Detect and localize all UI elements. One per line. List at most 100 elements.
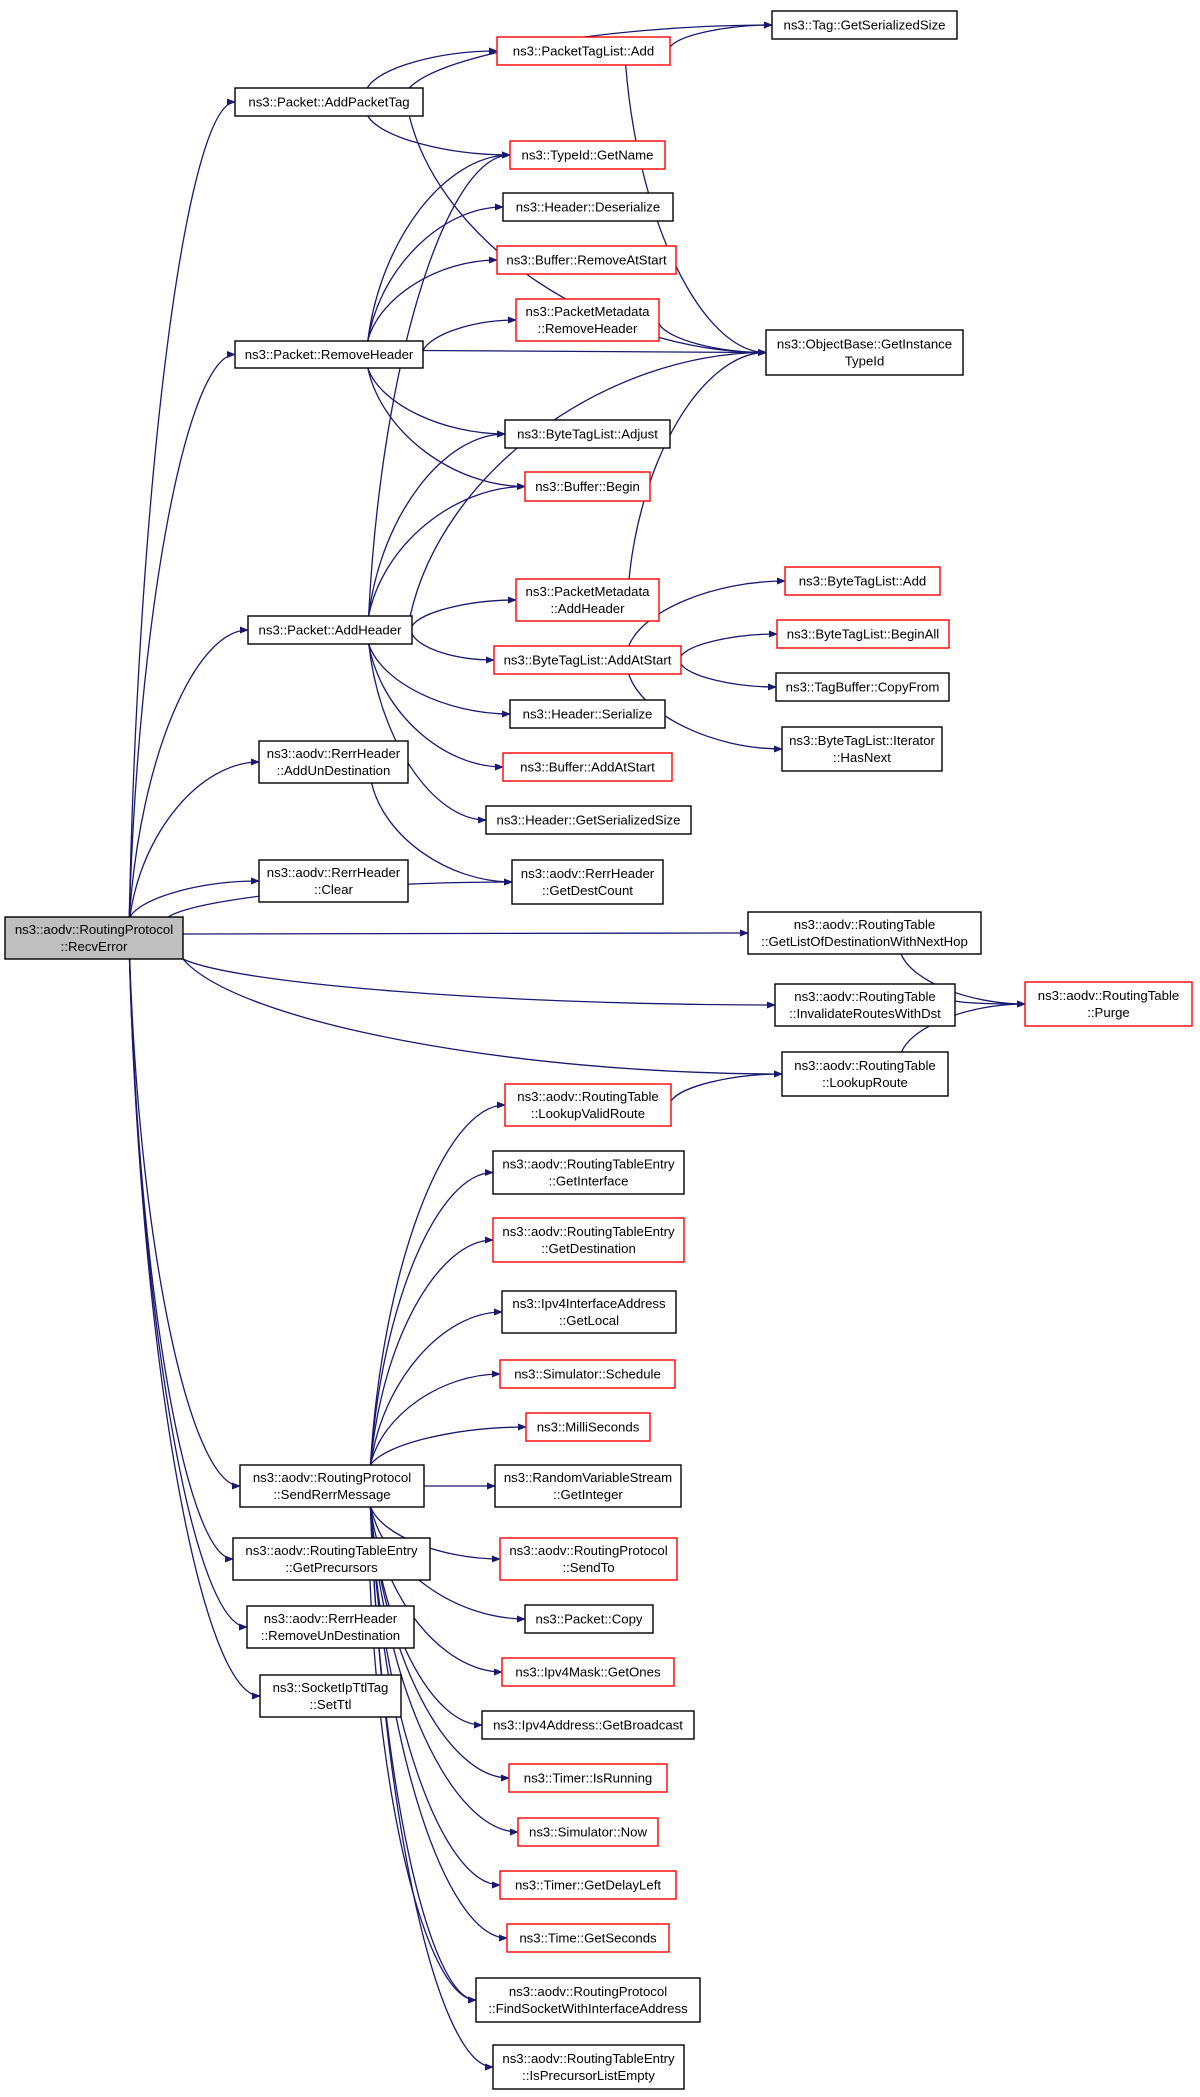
edge-add-header-to-header-serialize [368, 643, 511, 718]
node-ipv4-if-local[interactable]: ns3::Ipv4InterfaceAddress::GetLocal [501, 1290, 677, 1334]
node-rt-lookup[interactable]: ns3::aodv::RoutingTable::LookupRoute [781, 1051, 949, 1097]
node-addr-broadcast[interactable]: ns3::Ipv4Address::GetBroadcast [481, 1710, 695, 1740]
node-rte-get-dest[interactable]: ns3::aodv::RoutingTableEntry::GetDestina… [492, 1217, 685, 1263]
node-header-ser-size[interactable]: ns3::Header::GetSerializedSize [485, 805, 692, 835]
node-buf-begin[interactable]: ns3::Buffer::Begin [524, 471, 651, 502]
node-box [492, 2044, 685, 2090]
edge-root-to-remove-un-dest [128, 958, 248, 1631]
edge-send-rerr-to-ipv4-if-local [369, 1308, 503, 1466]
node-label: ns3::RandomVariableStream [504, 1470, 672, 1485]
node-pm-add-header[interactable]: ns3::PacketMetadata::AddHeader [515, 578, 660, 622]
edge-send-rerr-to-milli-seconds [369, 1423, 527, 1466]
node-buf-remove-at-start[interactable]: ns3::Buffer::RemoveAtStart [496, 245, 677, 275]
node-rt-get-list[interactable]: ns3::aodv::RoutingTable::GetListOfDestin… [747, 911, 982, 955]
node-label: ns3::Header::GetSerializedSize [497, 813, 681, 828]
node-packet-copy[interactable]: ns3::Packet::Copy [524, 1604, 654, 1634]
node-label: ns3::aodv::RoutingTableEntry [502, 1224, 675, 1239]
node-label: ns3::Buffer::AddAtStart [520, 760, 655, 775]
node-find-socket[interactable]: ns3::aodv::RoutingProtocol::FindSocketWi… [475, 1977, 701, 2023]
node-rt-purge[interactable]: ns3::aodv::RoutingTable::Purge [1024, 981, 1193, 1027]
node-box [502, 752, 673, 782]
node-label: ns3::SocketIpTtlTag [273, 1680, 389, 1695]
node-label: ns3::aodv::RoutingTableEntry [502, 2051, 675, 2066]
edge-send-rerr-to-rte-get-iface [369, 1168, 494, 1466]
node-mask-get-ones[interactable]: ns3::Ipv4Mask::GetOnes [501, 1657, 675, 1687]
node-btl-add-at-start[interactable]: ns3::ByteTagList::AddAtStart [493, 645, 682, 675]
node-send-rerr[interactable]: ns3::aodv::RoutingProtocol::SendRerrMess… [239, 1464, 425, 1508]
node-remove-un-dest[interactable]: ns3::aodv::RerrHeader::RemoveUnDestinati… [246, 1605, 415, 1649]
node-label: ns3::aodv::RoutingTable [1038, 988, 1180, 1003]
node-label: ns3::Packet::AddPacketTag [248, 95, 409, 110]
node-rte-is-prec-empty[interactable]: ns3::aodv::RoutingTableEntry::IsPrecurso… [492, 2044, 685, 2090]
node-remove-header[interactable]: ns3::Packet::RemoveHeader [234, 340, 424, 369]
node-add-header[interactable]: ns3::Packet::AddHeader [247, 615, 413, 645]
node-rerr-dest-count[interactable]: ns3::aodv::RerrHeader::GetDestCount [511, 859, 664, 905]
node-box [247, 615, 413, 645]
node-pm-remove-header[interactable]: ns3::PacketMetadata::RemoveHeader [515, 298, 660, 342]
node-tag-buf-copy[interactable]: ns3::TagBuffer::CopyFrom [775, 672, 950, 702]
node-add-packet-tag[interactable]: ns3::Packet::AddPacketTag [234, 87, 424, 117]
edge-add-header-to-buf-begin [367, 482, 526, 617]
node-btl-adjust[interactable]: ns3::ByteTagList::Adjust [504, 419, 671, 449]
node-rvs-get-integer[interactable]: ns3::RandomVariableStream::GetInteger [494, 1464, 682, 1508]
node-box [232, 1537, 431, 1581]
node-header-serialize[interactable]: ns3::Header::Serialize [509, 699, 666, 729]
edge-send-rerr-to-packet-copy [369, 1506, 526, 1623]
edge-root-to-add-packet-tag [128, 98, 236, 918]
node-box [234, 87, 424, 117]
node-rerr-clear[interactable]: ns3::aodv::RerrHeader::Clear [258, 859, 409, 903]
node-label: ::GetLocal [559, 1313, 619, 1328]
node-rp-send-to[interactable]: ns3::aodv::RoutingProtocol::SendTo [499, 1537, 678, 1581]
node-box [511, 859, 664, 905]
node-get-precursors[interactable]: ns3::aodv::RoutingTableEntry::GetPrecurs… [232, 1537, 431, 1581]
nodes-layer: ns3::aodv::RoutingProtocol::RecvErrorns3… [4, 10, 1193, 2090]
node-root[interactable]: ns3::aodv::RoutingProtocol::RecvError [4, 916, 184, 960]
node-type-id-name[interactable]: ns3::TypeId::GetName [509, 140, 666, 170]
node-box [781, 1051, 949, 1097]
node-label: ::GetDestination [541, 1241, 636, 1256]
node-buf-add-at-start[interactable]: ns3::Buffer::AddAtStart [502, 752, 673, 782]
node-rerr-add-un[interactable]: ns3::aodv::RerrHeader::AddUnDestination [258, 740, 409, 784]
node-box [504, 1083, 672, 1127]
node-set-ttl[interactable]: ns3::SocketIpTtlTag::SetTtl [259, 1674, 402, 1718]
node-rt-lookup-valid[interactable]: ns3::aodv::RoutingTable::LookupValidRout… [504, 1083, 672, 1127]
node-sim-now[interactable]: ns3::Simulator::Now [517, 1817, 659, 1847]
node-label: ::GetListOfDestinationWithNextHop [761, 934, 968, 949]
node-box [508, 1763, 668, 1793]
node-btl-iter-has-next[interactable]: ns3::ByteTagList::Iterator::HasNext [781, 726, 943, 772]
node-label: ns3::ByteTagList::AddAtStart [504, 653, 672, 668]
edge-btl-add-at-start-to-btl-add [628, 577, 786, 647]
node-box [494, 1464, 682, 1508]
edge-pm-remove-header-to-obj-type-id [658, 323, 767, 357]
node-label: ns3::ByteTagList::Iterator [789, 733, 935, 748]
edge-send-rerr-to-sim-schedule [369, 1370, 501, 1466]
node-milli-seconds[interactable]: ns3::MilliSeconds [525, 1412, 651, 1442]
node-btl-add[interactable]: ns3::ByteTagList::Add [784, 566, 941, 596]
node-label: ns3::aodv::RoutingTable [794, 1058, 936, 1073]
edge-add-header-to-buf-add-at-start [367, 643, 504, 771]
node-timer-running[interactable]: ns3::Timer::IsRunning [508, 1763, 668, 1793]
node-rte-get-iface[interactable]: ns3::aodv::RoutingTableEntry::GetInterfa… [492, 1150, 685, 1195]
node-label: ::RemoveUnDestination [261, 1628, 400, 1643]
node-sim-schedule[interactable]: ns3::Simulator::Schedule [499, 1359, 676, 1389]
edge-add-header-to-pm-add-header [411, 596, 517, 627]
node-tag-size[interactable]: ns3::Tag::GetSerializedSize [771, 10, 958, 40]
node-label: ::HasNext [833, 750, 891, 765]
edge-root-to-rerr-clear [129, 877, 260, 918]
node-time-seconds[interactable]: ns3::Time::GetSeconds [506, 1923, 670, 1953]
node-rt-invalidate[interactable]: ns3::aodv::RoutingTable::InvalidateRoute… [774, 983, 956, 1027]
edge-send-rerr-to-rte-get-dest [369, 1236, 494, 1466]
node-box [501, 1290, 677, 1334]
node-box [765, 329, 964, 376]
edge-rerr-add-un-to-rerr-dest-count [370, 782, 513, 886]
node-tag-list-add[interactable]: ns3::PacketTagList::Add [496, 36, 671, 66]
edge-btl-add-at-start-to-btl-iter-has-next [628, 673, 783, 753]
node-timer-delay-left[interactable]: ns3::Timer::GetDelayLeft [499, 1870, 677, 1900]
node-box [784, 566, 941, 596]
node-label: ::GetInterface [549, 1174, 629, 1189]
node-btl-begin-all[interactable]: ns3::ByteTagList::BeginAll [776, 619, 950, 649]
node-header-deser[interactable]: ns3::Header::Deserialize [502, 192, 674, 222]
node-label: ::RemoveHeader [538, 321, 638, 336]
node-label: ns3::TagBuffer::CopyFrom [786, 680, 940, 695]
